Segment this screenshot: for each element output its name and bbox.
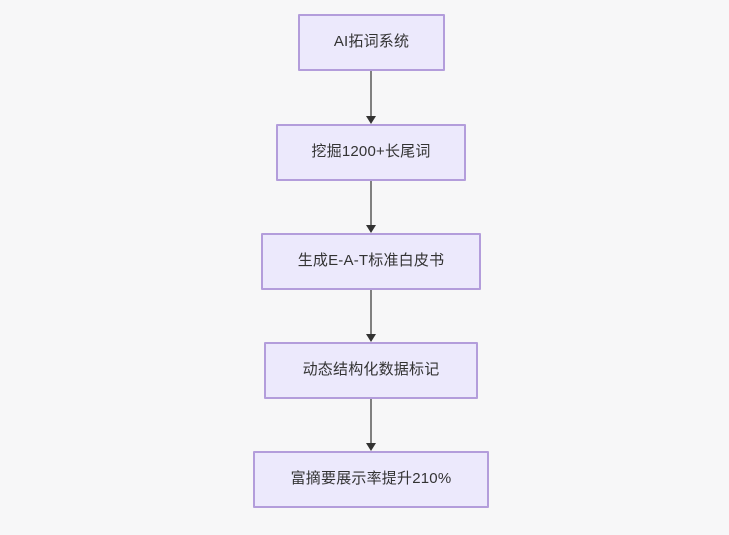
arrowhead-icon — [366, 225, 376, 233]
flow-node-rich-snippet-impression-uplift[interactable]: 富摘要展示率提升210% — [253, 451, 489, 508]
connector-line — [370, 181, 372, 226]
connector-n2-n3 — [366, 181, 376, 233]
arrowhead-icon — [366, 116, 376, 124]
flow-node-mine-longtail-keywords[interactable]: 挖掘1200+长尾词 — [276, 124, 466, 181]
flow-node-label: 动态结构化数据标记 — [302, 361, 440, 379]
arrowhead-icon — [366, 334, 376, 342]
flow-node-ai-keyword-system[interactable]: AI拓词系统 — [298, 14, 445, 71]
connector-line — [370, 71, 372, 117]
flow-node-generate-eat-whitepaper[interactable]: 生成E-A-T标准白皮书 — [261, 233, 481, 290]
connector-n4-n5 — [366, 398, 376, 451]
flow-node-label: 挖掘1200+长尾词 — [311, 143, 431, 161]
flow-node-label: AI拓词系统 — [333, 33, 410, 51]
flow-node-label: 富摘要展示率提升210% — [290, 470, 452, 488]
connector-line — [370, 290, 372, 335]
connector-line — [370, 398, 372, 444]
connector-n3-n4 — [366, 290, 376, 342]
flow-node-label: 生成E-A-T标准白皮书 — [297, 252, 445, 270]
connector-n1-n2 — [366, 71, 376, 124]
arrowhead-icon — [366, 443, 376, 451]
flow-node-dynamic-structured-data-markup[interactable]: 动态结构化数据标记 — [264, 342, 478, 399]
